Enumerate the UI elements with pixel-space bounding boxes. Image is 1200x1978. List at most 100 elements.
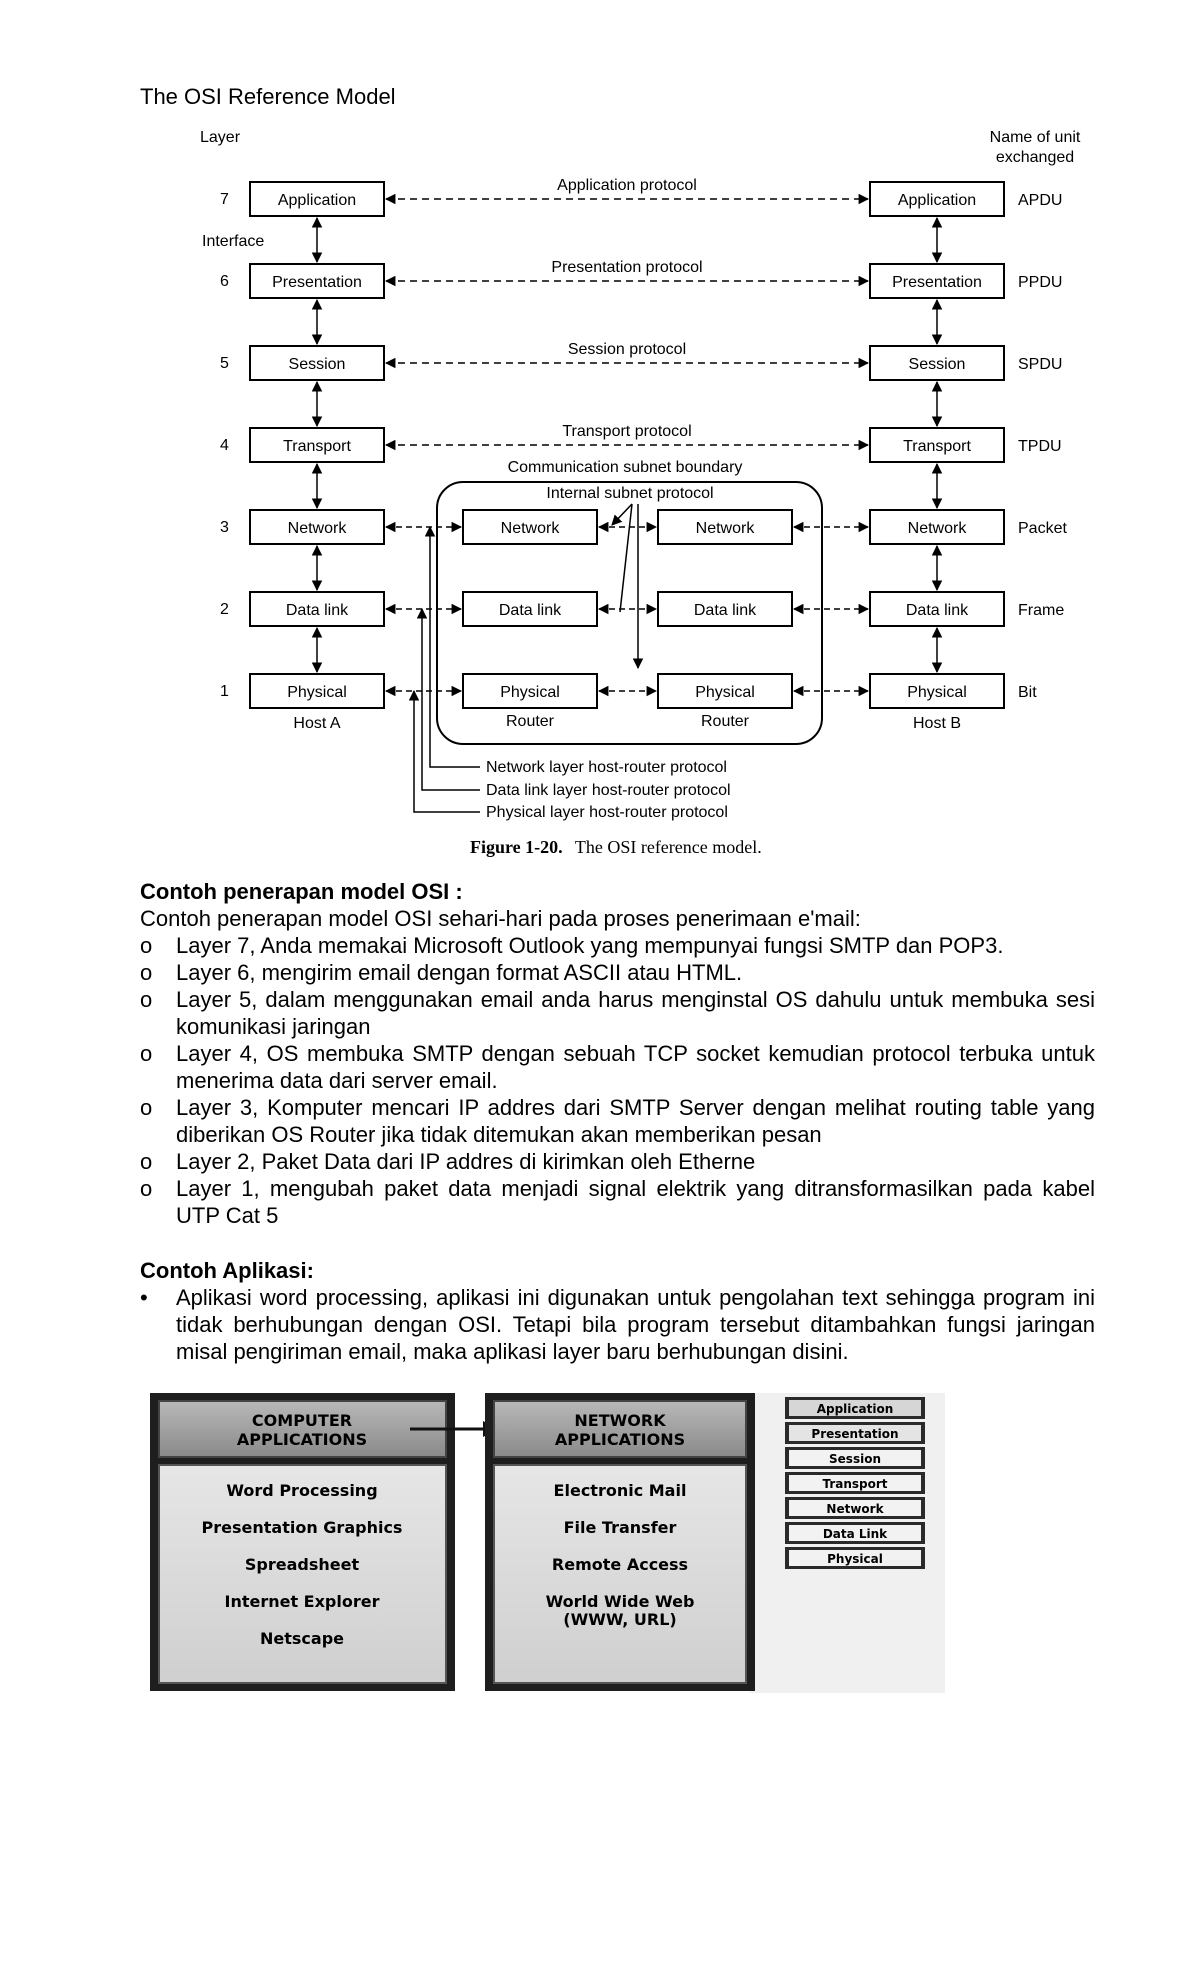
stack-layer-label: Application	[817, 1402, 894, 1416]
list-item-text: Layer 3, Komputer mencari IP addres dari…	[176, 1095, 1095, 1147]
page-heading: The OSI Reference Model	[140, 84, 396, 109]
host-a-layer-box	[249, 427, 385, 463]
host-b-layer-label: Physical	[907, 684, 967, 701]
host-a-layer-label: Transport	[283, 438, 351, 455]
host-a-layer-box	[249, 263, 385, 299]
list-item-text: Layer 4, OS membuka SMTP dengan sebuah T…	[176, 1041, 1095, 1093]
list-item: o Layer 3, Komputer mencari IP addres dar…	[140, 1094, 1095, 1148]
router1-layer-box	[462, 673, 598, 709]
protocol-label: Session protocol	[568, 341, 686, 358]
computer-applications-panel: COMPUTER APPLICATIONS Word Processing Pr…	[150, 1393, 455, 1691]
network-app-item: Electronic Mail	[554, 1481, 687, 1500]
contoh-section: Contoh penerapan model OSI : Contoh pene…	[140, 878, 1095, 1229]
stack-layer-label: Physical	[827, 1552, 883, 1566]
host-b-layer-box	[869, 263, 1005, 299]
unit-label: Frame	[1018, 602, 1064, 619]
network-app-item: World Wide Web	[546, 1592, 695, 1611]
list-item-text: Layer 1, mengubah paket data menjadi sig…	[176, 1176, 1095, 1228]
router1-layer-box	[462, 591, 598, 627]
computer-header-line2: APPLICATIONS	[237, 1430, 367, 1449]
legend-data-link-layer: Data link layer host-router protocol	[486, 782, 731, 799]
host-b-layer-label: Transport	[903, 438, 971, 455]
host-b-layer-box	[869, 673, 1005, 709]
router1-layer-label: Physical	[500, 684, 560, 701]
list-marker: o	[140, 1095, 153, 1120]
internal-protocol-label: Internal subnet protocol	[546, 485, 713, 502]
stack-layer-label: Transport	[822, 1477, 887, 1491]
contoh-intro: Contoh penerapan model OSI sehari-hari p…	[140, 906, 861, 931]
host-b-layer-box	[869, 345, 1005, 381]
router1-layer-box	[462, 509, 598, 545]
router1-layer-label: Network	[501, 520, 561, 537]
router2-layer-label: Data link	[694, 602, 757, 619]
computer-header-line1: COMPUTER	[252, 1411, 352, 1430]
legend-physical-layer: Physical layer host-router protocol	[486, 804, 728, 821]
contoh-heading: Contoh penerapan model OSI :	[140, 879, 463, 904]
host-a-layer-label: Session	[289, 356, 346, 373]
layer-number: 2	[220, 601, 229, 618]
figure-caption-text: The OSI reference model.	[575, 837, 762, 857]
aplikasi-list: • Aplikasi word processing, aplikasi ini …	[140, 1284, 1095, 1365]
interface-label: Interface	[202, 233, 264, 250]
network-app-item: Remote Access	[552, 1555, 688, 1574]
stack-layer-label: Presentation	[811, 1427, 898, 1441]
host-a-layer-box	[249, 181, 385, 217]
computer-app-item: Internet Explorer	[224, 1592, 379, 1611]
list-item: o Layer 1, mengubah paket data menjadi si…	[140, 1175, 1095, 1229]
layer-number: 3	[220, 519, 229, 536]
layer-number: 4	[220, 437, 229, 454]
host-a-layer-box	[249, 345, 385, 381]
host-b-layer-label: Application	[898, 192, 976, 209]
layer-number: 6	[220, 273, 229, 290]
figure-caption-number: Figure 1-20.	[470, 837, 563, 857]
layer-number: 7	[220, 191, 229, 208]
layer-number: 5	[220, 355, 229, 372]
list-item: • Aplikasi word processing, aplikasi ini …	[140, 1284, 1095, 1365]
router2-layer-box	[657, 591, 793, 627]
host-b-layer-label: Session	[909, 356, 966, 373]
stack-layer-label: Network	[826, 1502, 884, 1516]
host-b-layer-box	[869, 509, 1005, 545]
host-a-layer-label: Network	[288, 520, 348, 537]
protocol-label: Transport protocol	[562, 423, 691, 440]
network-applications-panel: NETWORK APPLICATIONS Electronic Mail Fil…	[485, 1393, 755, 1691]
host-a-layer-label: Application	[278, 192, 356, 209]
network-header-line1: NETWORK	[574, 1411, 666, 1430]
router2-layer-label: Network	[696, 520, 756, 537]
computer-app-item: Spreadsheet	[245, 1555, 360, 1574]
protocol-label: Presentation protocol	[551, 259, 702, 276]
computer-app-item: Netscape	[260, 1629, 344, 1648]
layer-4-row: 4 Transport Transport protocol Transport…	[220, 423, 1062, 463]
layer-1-row: 1 Physical Physical Physical Physical Bi…	[220, 673, 1037, 709]
host-a-layer-box	[249, 509, 385, 545]
list-marker: o	[140, 1176, 153, 1201]
layer-3-row: 3 Network Network Network Network Packet	[220, 509, 1067, 545]
unit-label: PPDU	[1018, 274, 1062, 291]
host-a-layer-label: Data link	[286, 602, 349, 619]
bullet-marker: •	[140, 1285, 148, 1310]
unit-label: TPDU	[1018, 438, 1062, 455]
stack-layer-label: Data Link	[823, 1527, 888, 1541]
list-item-text: Layer 6, mengirim email dengan format AS…	[176, 960, 743, 985]
osi-layer-stack: Application Presentation Session Transpo…	[785, 1397, 925, 1569]
unit-label: Packet	[1018, 520, 1067, 537]
layer-2-row: 2 Data link Data link Data link Data lin…	[220, 591, 1064, 627]
router1-label: Router	[506, 713, 555, 730]
layer-5-row: 5 Session Session protocol Session SPDU	[220, 341, 1062, 381]
list-marker: o	[140, 987, 153, 1012]
list-item-text: Aplikasi word processing, aplikasi ini d…	[176, 1285, 1095, 1364]
aplikasi-heading: Contoh Aplikasi:	[140, 1258, 314, 1283]
host-router-protocol-lines	[384, 521, 870, 697]
unit-label: SPDU	[1018, 356, 1062, 373]
layer-number: 1	[220, 683, 229, 700]
router2-label: Router	[701, 713, 750, 730]
host-b-layer-label: Data link	[906, 602, 969, 619]
host-a-layer-box	[249, 673, 385, 709]
computer-app-item: Word Processing	[226, 1481, 377, 1500]
host-a-layer-label: Physical	[287, 684, 347, 701]
internal-protocol-arrows	[611, 503, 644, 670]
